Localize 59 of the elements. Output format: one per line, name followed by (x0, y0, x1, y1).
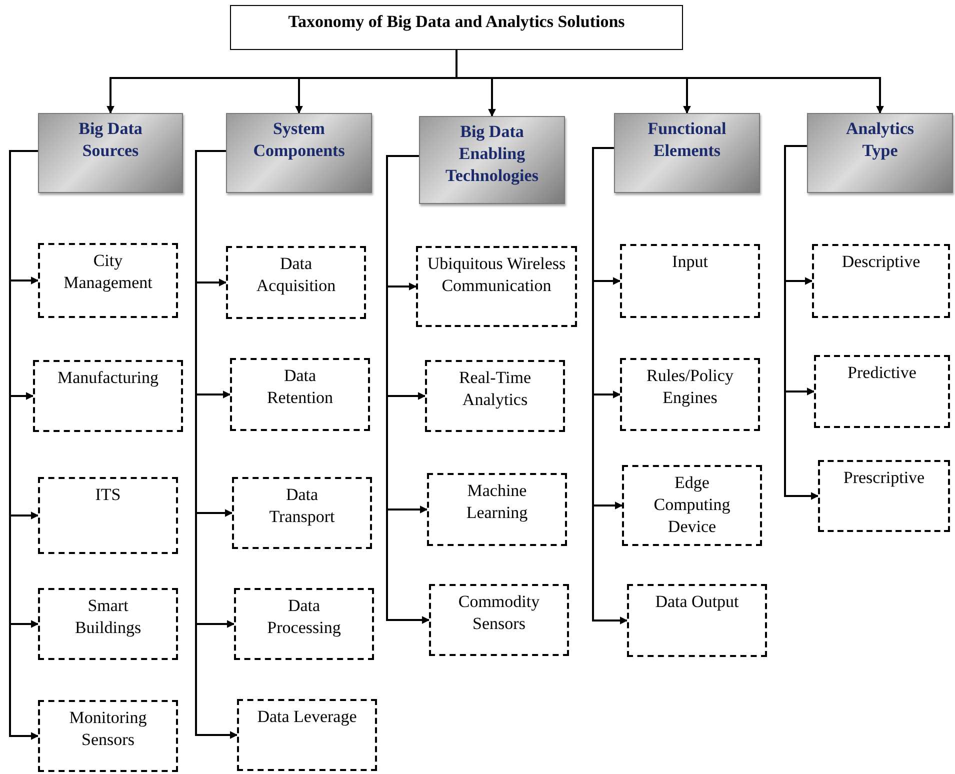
item-box (38, 700, 178, 772)
item-label: Edge Computing Device (652, 472, 732, 538)
item-box (226, 246, 366, 319)
category-label: Functional Elements (646, 118, 728, 162)
item-label: Monitoring Sensors (68, 707, 148, 752)
category-box (226, 113, 372, 193)
arrow (592, 147, 628, 624)
item-label: ITS (95, 484, 121, 506)
item-box (416, 246, 577, 327)
item-label: Manufacturing (57, 367, 159, 389)
item-label: Predictive (848, 362, 916, 384)
item-label: Data Acquisition (255, 253, 337, 298)
category-label: Big Data Enabling Technologies (444, 121, 540, 188)
item-label: Commodity Sensors (457, 591, 541, 636)
item-label: Data Retention (266, 365, 334, 410)
item-box (429, 584, 569, 656)
item-label: Input (672, 251, 708, 273)
item-box (232, 477, 372, 549)
item-box (38, 588, 178, 660)
category-box (807, 113, 953, 193)
item-box (38, 477, 178, 554)
item-box (33, 360, 183, 432)
category-label: Big Data Sources (78, 118, 144, 162)
item-label: Data Processing (266, 595, 342, 640)
item-box (812, 244, 950, 318)
item-box (234, 588, 374, 660)
node-label: Taxonomy of Big Data and Analytics Solutions (288, 12, 625, 32)
item-box (620, 244, 760, 318)
item-box (427, 473, 567, 546)
item-box (818, 460, 950, 532)
category-label: Analytics Type (845, 118, 915, 162)
item-box (425, 360, 565, 432)
category-box (38, 113, 183, 193)
arrow (784, 145, 819, 500)
item-label: Descriptive (842, 251, 920, 273)
root-box (230, 5, 683, 50)
item-label: Rules/Policy Engines (646, 365, 734, 410)
arrow (9, 150, 39, 740)
item-box (622, 465, 762, 546)
item-label: Prescriptive (843, 467, 925, 489)
item-box (620, 358, 760, 431)
item-box (814, 355, 950, 428)
item-box (237, 699, 377, 771)
category-label: System Components (252, 118, 346, 162)
item-label: Real-Time Analytics (458, 367, 532, 412)
item-box (38, 243, 178, 318)
category-box (614, 113, 760, 193)
item-box (230, 358, 370, 431)
item-label: Data Leverage (257, 706, 357, 728)
category-box (419, 116, 565, 204)
item-label: Data Transport (268, 484, 336, 528)
item-label: Data Output (655, 591, 739, 613)
item-label: Ubiquitous Wireless Communication (426, 253, 566, 298)
item-label: Machine Learning (465, 480, 529, 524)
item-label: Smart Buildings (74, 595, 142, 640)
arrow (386, 155, 430, 624)
arrow (195, 150, 238, 739)
item-label: City Management (62, 250, 154, 294)
item-box (627, 584, 767, 657)
